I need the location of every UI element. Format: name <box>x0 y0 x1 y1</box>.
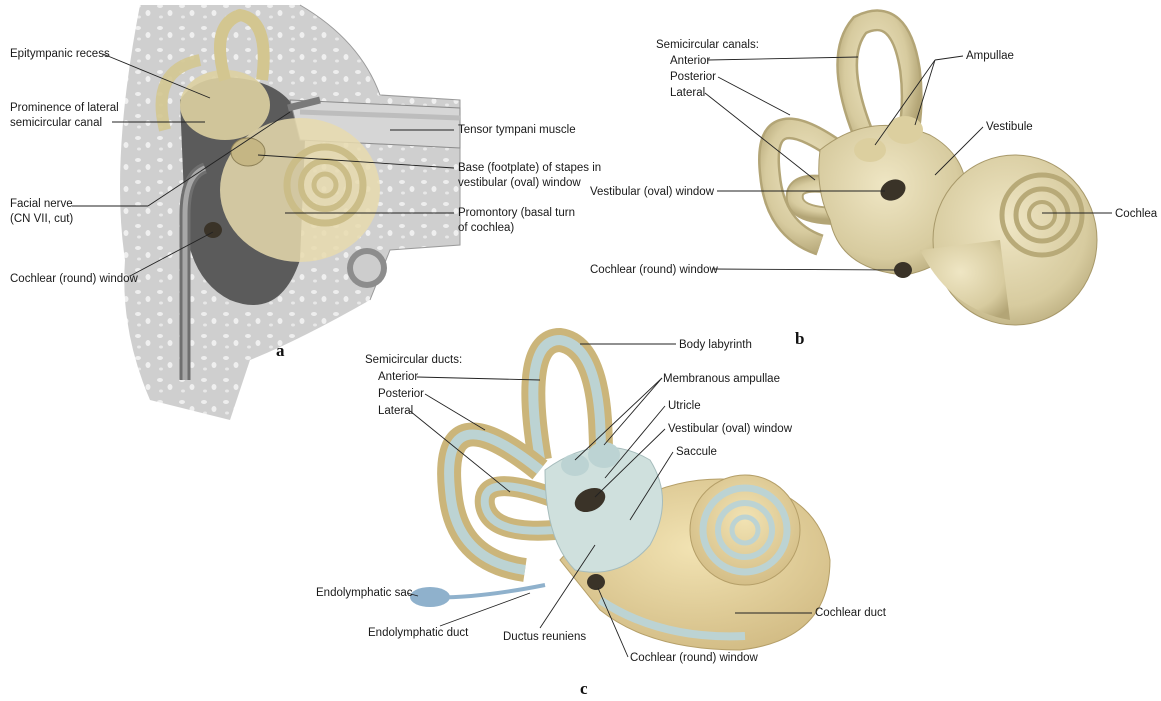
leader-membranous-ampullae-2 <box>604 378 662 445</box>
label-anterior-c: Anterior <box>378 371 418 383</box>
label-stapes-base-1: Base (footplate) of stapes in <box>458 162 601 174</box>
label-stapes-base-2: vestibular (oval) window <box>458 177 581 189</box>
label-ductus-reuniens: Ductus reuniens <box>503 631 586 643</box>
label-promontory-1: Promontory (basal turn <box>458 207 575 219</box>
panel-a-letter: a <box>276 341 285 360</box>
label-facial-nerve-1: Facial nerve <box>10 198 73 210</box>
label-semicircular-ducts: Semicircular ducts: <box>365 354 462 366</box>
label-cochlear-duct: Cochlear duct <box>815 607 887 619</box>
label-cochlear-round-window-c: Cochlear (round) window <box>630 652 759 664</box>
panel-b-letter: b <box>795 329 804 348</box>
label-membranous-ampullae: Membranous ampullae <box>663 373 780 385</box>
label-facial-nerve-2: (CN VII, cut) <box>10 213 73 225</box>
label-ampullae: Ampullae <box>966 50 1014 62</box>
label-posterior-c: Posterior <box>378 388 424 400</box>
label-prominence-lateral-1: Prominence of lateral <box>10 102 119 114</box>
label-vestibular-oval-window-c: Vestibular (oval) window <box>668 423 793 435</box>
label-vestibule: Vestibule <box>986 121 1033 133</box>
panel-c-illustration <box>410 340 830 650</box>
label-promontory-2: of cochlea) <box>458 222 514 234</box>
label-vestibular-oval-window-b: Vestibular (oval) window <box>590 186 715 198</box>
label-semicircular-canals: Semicircular canals: <box>656 39 759 51</box>
leader-posterior-c <box>425 394 485 430</box>
leader-cochlear-round-window-b <box>712 269 895 270</box>
label-endolymphatic-sac: Endolymphatic sac <box>316 587 413 599</box>
label-epitympanic-recess: Epitympanic recess <box>10 48 110 60</box>
label-utricle: Utricle <box>668 400 701 412</box>
label-cochlear-round-window-b: Cochlear (round) window <box>590 264 719 276</box>
leader-ampullae-1 <box>935 56 963 60</box>
leader-posterior-b <box>718 77 790 115</box>
label-cochlear-round-window-a: Cochlear (round) window <box>10 273 139 285</box>
label-posterior-b: Posterior <box>670 71 716 83</box>
leader-anterior-b <box>708 57 858 60</box>
label-anterior-b: Anterior <box>670 55 710 67</box>
label-saccule: Saccule <box>676 446 717 458</box>
label-lateral-c: Lateral <box>378 405 413 417</box>
panel-b: b Semicircular canals: Anterior Posterio… <box>590 20 1158 348</box>
label-lateral-b: Lateral <box>670 87 705 99</box>
label-endolymphatic-duct: Endolymphatic duct <box>368 627 469 639</box>
label-tensor-tympani: Tensor tympani muscle <box>458 124 576 136</box>
panel-a: a Epitympanic recess Prominence of later… <box>10 5 601 420</box>
label-prominence-lateral-2: semicircular canal <box>10 117 102 129</box>
panel-c: c Semicircular ducts: Anterior Posterior… <box>316 339 887 698</box>
leader-anterior-c <box>417 377 540 380</box>
panel-c-letter: c <box>580 679 588 698</box>
label-cochlea: Cochlea <box>1115 208 1158 220</box>
label-body-labyrinth: Body labyrinth <box>679 339 752 351</box>
